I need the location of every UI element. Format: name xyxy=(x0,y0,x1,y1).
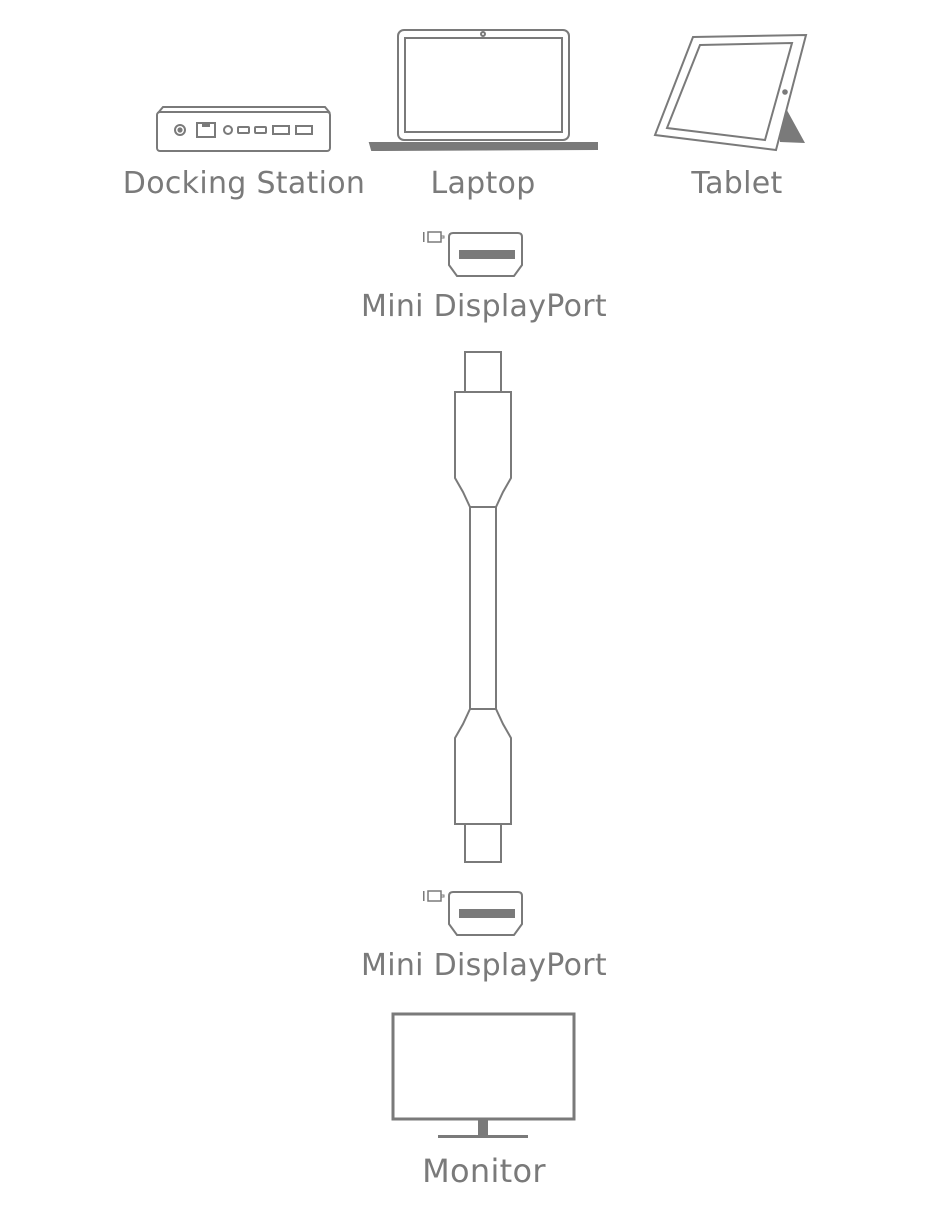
laptop-icon xyxy=(368,29,598,152)
docking-station-icon xyxy=(156,106,331,152)
mini-displayport-cable-icon xyxy=(454,351,512,863)
tablet-label: Tablet xyxy=(691,166,783,201)
mini-displayport-icon-bottom xyxy=(423,890,523,936)
mini-displayport-label-top: Mini DisplayPort xyxy=(361,289,607,324)
tablet-icon xyxy=(653,33,808,152)
laptop-label: Laptop xyxy=(430,166,536,201)
docking-station-label: Docking Station xyxy=(122,166,366,201)
mini-displayport-label-bottom: Mini DisplayPort xyxy=(361,948,607,983)
mini-displayport-icon-top xyxy=(423,231,523,277)
monitor-label: Monitor xyxy=(422,1152,546,1190)
monitor-icon xyxy=(391,1012,576,1138)
